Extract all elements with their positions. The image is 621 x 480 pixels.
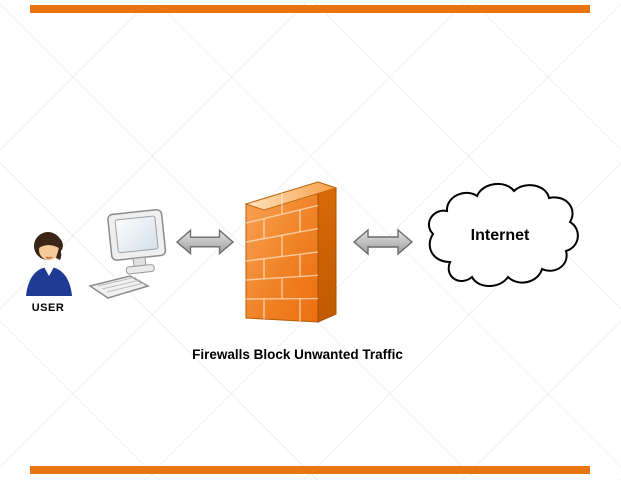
diagram-caption: Firewalls Block Unwanted Traffic bbox=[192, 347, 403, 362]
internet-cloud-icon: Internet bbox=[420, 176, 580, 308]
internet-label: Internet bbox=[471, 227, 530, 244]
firewall-brick-wall-icon bbox=[238, 172, 344, 338]
internet-cloud-svg: Internet bbox=[428, 183, 579, 287]
bottom-orange-bar bbox=[30, 466, 590, 474]
firewall-svg bbox=[244, 181, 338, 323]
double-arrow-left-svg bbox=[176, 228, 234, 256]
user-icon bbox=[18, 226, 78, 300]
user-label: USER bbox=[31, 302, 65, 314]
double-arrow-icon bbox=[352, 228, 414, 256]
top-orange-bar bbox=[30, 5, 590, 13]
computer-icon bbox=[88, 208, 180, 304]
double-arrow-right-svg bbox=[352, 228, 414, 256]
user-icon-svg bbox=[26, 232, 72, 296]
computer-icon-svg bbox=[88, 208, 167, 299]
double-arrow-icon bbox=[176, 228, 234, 256]
